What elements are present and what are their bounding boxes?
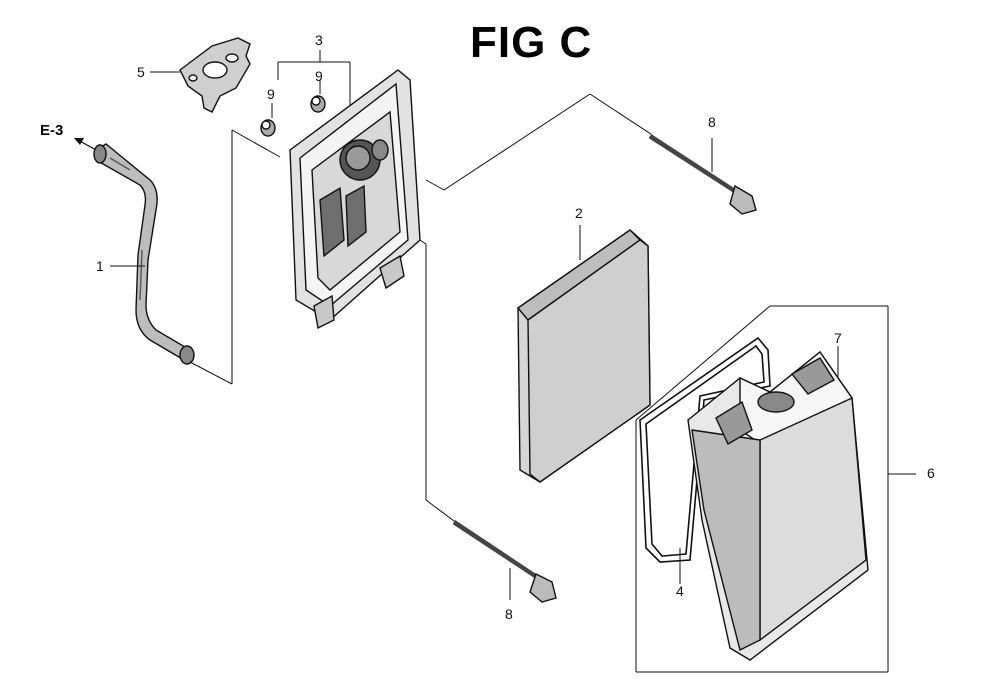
leader-lines-1 xyxy=(110,129,281,385)
leader-lines-9 xyxy=(271,50,351,118)
callout-8-lower: 8 xyxy=(505,606,513,622)
breather-tube xyxy=(93,143,195,365)
callout-4: 4 xyxy=(676,583,684,599)
callout-7: 7 xyxy=(834,330,842,346)
figure-title: FIG C xyxy=(470,18,593,67)
callout-2: 2 xyxy=(575,205,583,221)
reference-arrow xyxy=(74,138,97,151)
seal-gasket xyxy=(639,336,771,563)
callout-9-left: 9 xyxy=(267,86,275,102)
callout-1: 1 xyxy=(96,258,104,274)
callout-5: 5 xyxy=(137,64,145,80)
bolt-upper xyxy=(648,133,757,215)
callout-6: 6 xyxy=(927,465,935,481)
air-cleaner-base xyxy=(289,69,421,330)
leader-lines-6 xyxy=(635,305,916,673)
leader-lines-3 xyxy=(419,93,661,525)
callout-3: 3 xyxy=(315,32,323,48)
grommet-left xyxy=(260,119,276,137)
grommet-right xyxy=(310,95,326,113)
callout-8-upper: 8 xyxy=(708,114,716,130)
foam-filter xyxy=(516,229,651,483)
callout-9-right: 9 xyxy=(315,68,323,84)
gasket xyxy=(179,37,251,113)
reference-label: E-3 xyxy=(40,122,64,139)
bolt-lower xyxy=(452,519,557,603)
air-cleaner-cover xyxy=(687,350,869,661)
